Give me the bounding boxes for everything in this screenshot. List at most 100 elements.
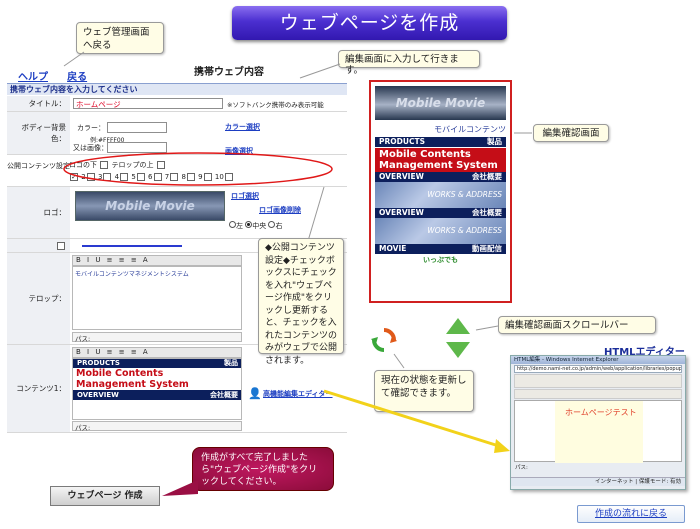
- editor-path: パス:: [515, 465, 528, 471]
- preview-movie-jp: 動画配信: [472, 244, 502, 253]
- editor-content-text: ホームページテスト: [565, 408, 637, 417]
- editor-content-area[interactable]: ホームページテスト: [514, 400, 682, 463]
- above-telop-checkbox[interactable]: [156, 161, 165, 169]
- preview-products-text: PRODUCTS: [379, 137, 425, 146]
- align-radios: 左 中央 右: [229, 221, 282, 231]
- telop-editor[interactable]: モバイルコンテンツマネジメントシステム: [72, 266, 242, 330]
- edit-callout-pointer: [299, 63, 341, 79]
- create-webpage-button[interactable]: ウェブページ 作成: [50, 486, 160, 506]
- content10-checkbox[interactable]: [224, 173, 233, 181]
- logo-select-link[interactable]: ロゴ選択: [231, 192, 259, 200]
- telop-text: モバイルコンテンツマネジメントシステム: [75, 271, 189, 278]
- content1-path: パス:: [72, 421, 242, 432]
- align-right-radio[interactable]: [268, 221, 276, 228]
- telop-label: テロップ：: [7, 253, 70, 344]
- advanced-editor-link[interactable]: 高機能編集エディター: [263, 390, 333, 398]
- scroll-down-arrow-icon[interactable]: [446, 342, 470, 358]
- back-link[interactable]: 戻る: [67, 72, 88, 83]
- logo-image: Mobile Movie: [75, 191, 225, 221]
- above-telop-label: テロップの上: [111, 161, 154, 169]
- telop-toolbar[interactable]: B I U ≡ ≡ ≡ A: [72, 255, 242, 266]
- content5-checkbox[interactable]: [136, 173, 145, 181]
- title-row: タイトル： ホームページ ※ソフトバンク携帯のみ表示可能: [7, 96, 347, 112]
- preview-footer: いっぷでも: [423, 256, 458, 264]
- content7-checkbox[interactable]: [170, 173, 179, 181]
- edit-form: 携帯ウェブ内容を入力してください タイトル： ホームページ ※ソフトバンク携帯の…: [7, 83, 347, 433]
- editor-statusbar: インターネット | 保護モード: 有効: [511, 477, 685, 486]
- content6-checkbox[interactable]: [153, 173, 162, 181]
- content8-checkbox[interactable]: [186, 173, 195, 181]
- bg-row: ボディー背景色： カラー： 例:#FFFF00 又は画像： カラー選択 画像選択: [7, 112, 347, 155]
- align-left-label: 左: [236, 222, 243, 230]
- back-callout-pointer: [63, 51, 85, 67]
- content1-toolbar[interactable]: B I U ≡ ≡ ≡ A: [72, 347, 242, 358]
- logo-label: ロゴ：: [7, 187, 70, 238]
- color-select-link[interactable]: カラー選択: [225, 123, 260, 131]
- page-title-banner: ウェブページを作成: [232, 6, 507, 40]
- preview-logo: Mobile Movie: [375, 86, 506, 120]
- image-label: 又は画像：: [73, 144, 108, 152]
- editor-address-bar[interactable]: http://demo.nami-net.co.jp/admin/web/app…: [514, 365, 682, 373]
- refresh-icon[interactable]: [370, 326, 398, 354]
- content-overview-text: OVERVIEW: [77, 391, 119, 399]
- public-label: 公開コンテンツ設定: [7, 162, 70, 170]
- separator-row: [7, 239, 347, 253]
- title-note: ※ソフトバンク携帯のみ表示可能: [227, 101, 324, 109]
- html-editor-label: HTMLエディター: [604, 347, 685, 358]
- below-logo-label: ロゴの下: [69, 161, 97, 169]
- preview-overview-jp-2: 会社概要: [472, 208, 502, 217]
- content4-checkbox[interactable]: [120, 173, 129, 181]
- content9-checkbox[interactable]: [203, 173, 212, 181]
- bg-label: ボディー背景色：: [7, 112, 70, 154]
- separator-checkbox[interactable]: [57, 241, 65, 250]
- preview-overview-jp: 会社概要: [472, 172, 502, 181]
- content-products-text: PRODUCTS: [77, 359, 120, 367]
- title-input[interactable]: ホームページ: [73, 98, 223, 109]
- editor-toolbar[interactable]: [514, 374, 682, 388]
- yellow-arrow: [323, 389, 510, 453]
- help-link[interactable]: ヘルプ: [18, 72, 48, 83]
- content1-checkbox[interactable]: ✓: [70, 173, 78, 181]
- editor-page-area: [555, 401, 643, 463]
- num-9: 9: [198, 173, 203, 181]
- refresh-callout-pointer: [393, 353, 405, 369]
- logo-delete-link[interactable]: ロゴ画像削除: [259, 206, 301, 214]
- content2-checkbox[interactable]: [86, 173, 95, 181]
- nav-bar: ヘルプ 戻る: [18, 65, 87, 84]
- color-example: 例:#FFFF00: [90, 137, 125, 144]
- back-to-flow-button[interactable]: 作成の流れに戻る: [577, 505, 685, 523]
- scroll-up-arrow-icon[interactable]: [446, 318, 470, 334]
- preview-works-image-2: WORKS & ADDRESS: [375, 218, 506, 244]
- back-to-flow-text: 作成の流れに戻る: [594, 509, 667, 519]
- content-title2: Management System: [76, 379, 189, 390]
- telop-path: パス:: [72, 332, 242, 343]
- image-select-link[interactable]: 画像選択: [225, 147, 253, 155]
- align-left-radio[interactable]: [229, 221, 236, 228]
- below-logo-checkbox[interactable]: [100, 161, 109, 169]
- refresh-callout: 現在の状態を更新して確認できます。: [374, 370, 474, 412]
- num-3: 3: [97, 173, 103, 181]
- telop-row: テロップ： B I U ≡ ≡ ≡ A モバイルコンテンツマネジメントシステム …: [7, 253, 347, 345]
- preview-works-image: WORKS & ADDRESS: [375, 182, 506, 208]
- align-right-label: 右: [275, 222, 283, 230]
- preview-callout-pointer: [514, 132, 532, 134]
- html-editor-window: HTML編集 - Windows Internet Explorer http:…: [510, 355, 686, 490]
- title-label: タイトル：: [7, 96, 70, 111]
- separator-label-cell: [7, 239, 70, 252]
- editor-toolbar-2[interactable]: [514, 389, 682, 399]
- form-section-header: 携帯ウェブ内容を入力してください: [7, 83, 347, 95]
- editor-user-icon: 👤: [248, 387, 262, 400]
- checkbox-note-callout: ◆公開コンテンツ設定◆チェックボックスにチェックを入れ"ウェブページ作成"をクリ…: [258, 238, 344, 366]
- image-input[interactable]: [107, 142, 167, 153]
- preview-screen-callout: 編集確認画面: [533, 124, 609, 142]
- align-center-radio[interactable]: [245, 221, 253, 228]
- color-input[interactable]: [107, 122, 167, 133]
- checkbox-note-pointer: [307, 186, 325, 242]
